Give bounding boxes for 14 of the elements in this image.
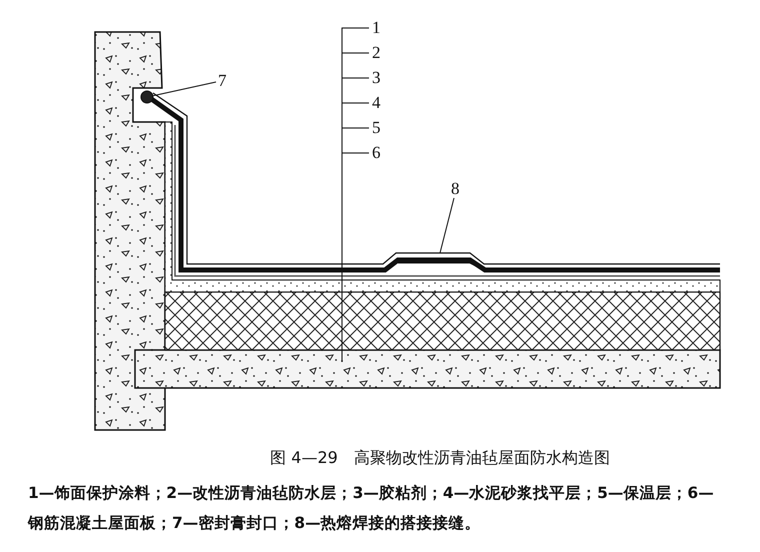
sealant-bead <box>140 90 154 104</box>
callout-number: 8 <box>451 180 460 198</box>
insulation-layer <box>164 291 721 351</box>
roof-slab <box>134 349 721 389</box>
callout-number: 2 <box>372 44 380 62</box>
figure-caption: 1—饰面保护涂料；2—改性沥青油毡防水层；3—胶粘剂；4—水泥砂浆找平层；5—保温层；6—钢筋混凝土屋面板；7—密封膏封口；8—热熔焊接的搭接接缝。 <box>28 483 715 534</box>
callout-number: 1 <box>372 19 380 37</box>
leader-line <box>440 198 454 254</box>
callout-number: 7 <box>218 72 226 90</box>
callout-number: 3 <box>372 69 380 87</box>
callout-number: 5 <box>372 119 380 137</box>
callout-number: 4 <box>372 94 380 112</box>
figure-title: 图 4—29 高聚物改性沥青油毡屋面防水构造图 <box>269 448 611 469</box>
callout-number: 6 <box>372 144 380 162</box>
